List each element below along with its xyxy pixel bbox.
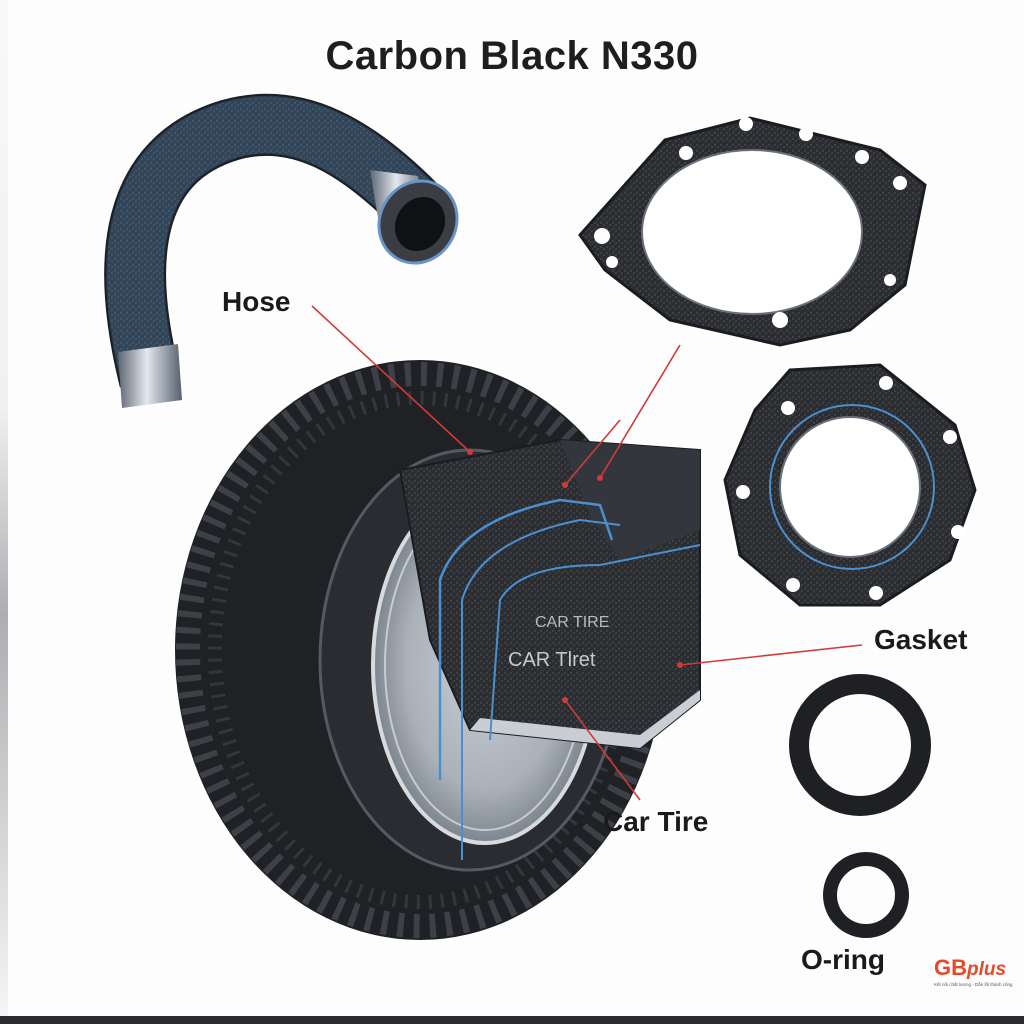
hose-illustration bbox=[104, 93, 459, 408]
label-gasket: Gasket bbox=[874, 624, 968, 655]
brand-logo: GBplus Kết nối chất lượng - Dẫn lối thàn… bbox=[934, 955, 1018, 1005]
cutaway-text-line2: CAR Tlret bbox=[508, 649, 596, 671]
page-title: Carbon Black N330 bbox=[325, 34, 699, 78]
gasket-square-leader-line-2 bbox=[564, 419, 621, 486]
o-ring-small-illustration bbox=[823, 852, 909, 938]
logo-tagline: Kết nối chất lượng - Dẫn lối thành công bbox=[934, 982, 1013, 987]
tire-illustration: CAR TIRE CAR Tlret bbox=[175, 360, 701, 940]
tire-leader-line bbox=[564, 699, 641, 801]
left-edge-artifact bbox=[0, 0, 8, 1024]
hose-leader-line bbox=[311, 305, 471, 453]
logo-mark: GB bbox=[934, 955, 967, 980]
label-o-ring: O-ring bbox=[801, 944, 885, 975]
label-car-tire: Car Tire bbox=[603, 806, 709, 837]
gasket-square-leader-line bbox=[599, 344, 681, 479]
gasket-leader-line bbox=[679, 644, 863, 666]
gasket-square-illustration bbox=[578, 116, 927, 347]
label-hose: Hose bbox=[222, 286, 291, 317]
cutaway-text-line1: CAR TIRE bbox=[535, 614, 609, 631]
leader-lines bbox=[311, 305, 863, 801]
gasket-round-illustration bbox=[723, 363, 977, 607]
bottom-edge-strip bbox=[0, 1016, 1024, 1024]
o-ring-large-illustration bbox=[789, 674, 931, 816]
logo-suffix: plus bbox=[967, 959, 1007, 980]
